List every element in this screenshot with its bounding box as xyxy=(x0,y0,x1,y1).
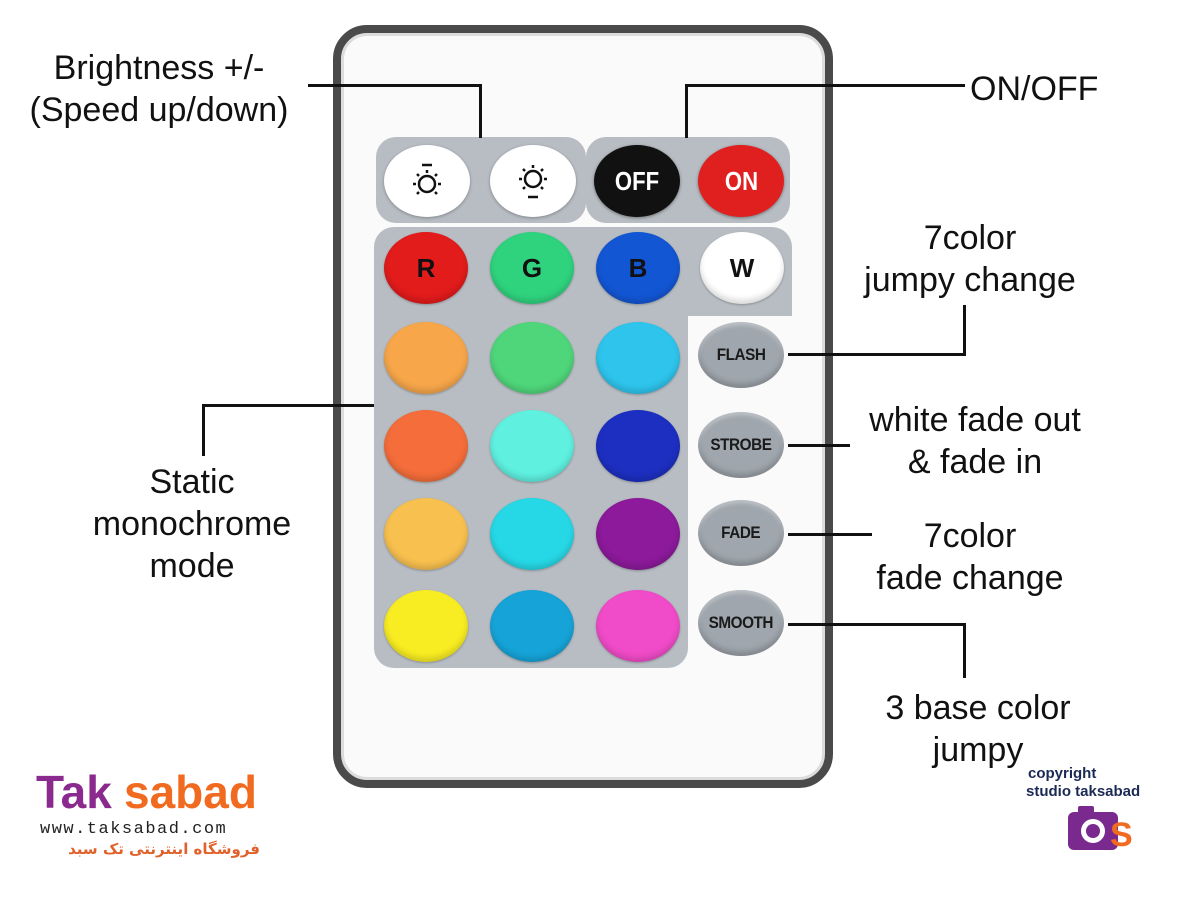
blue-letter: B xyxy=(628,252,648,283)
onoff-line-h xyxy=(685,84,965,87)
static-description-line2: monochrome xyxy=(92,505,292,543)
brightness-down-button[interactable] xyxy=(490,145,576,217)
svg-text:sabad: sabad xyxy=(124,766,257,818)
color-button-4-1[interactable] xyxy=(384,590,468,662)
color-button-3-1[interactable] xyxy=(384,498,468,570)
smooth-label: SMOOTH xyxy=(708,613,774,632)
brightness-up-button[interactable] xyxy=(384,145,470,217)
brightness-line-v xyxy=(479,84,482,138)
color-button-2-2[interactable] xyxy=(490,410,574,482)
brightness-label-line2: (Speed up/down) xyxy=(29,91,289,129)
camera-ts-icon: S xyxy=(1068,806,1133,854)
flash-description: 7color jumpy change xyxy=(840,217,1100,301)
smooth-button[interactable]: SMOOTH xyxy=(698,590,784,656)
color-button-2-1[interactable] xyxy=(384,410,468,482)
strobe-line xyxy=(788,444,850,447)
flash-line-h xyxy=(788,353,966,356)
red-letter: R xyxy=(416,252,436,283)
on-label: ON xyxy=(724,165,758,196)
fade-line xyxy=(788,533,872,536)
color-button-1-3[interactable] xyxy=(596,322,680,394)
brightness-label: Brightness +/- (Speed up/down) xyxy=(14,47,304,131)
off-button[interactable]: OFF xyxy=(594,145,680,217)
color-button-4-3[interactable] xyxy=(596,590,680,662)
strobe-description-line2: & fade in xyxy=(907,443,1043,481)
studio-badge: S xyxy=(1066,804,1144,859)
strobe-description-line1: white fade out xyxy=(869,401,1081,439)
brightness-line-h xyxy=(308,84,482,87)
fade-label: FADE xyxy=(721,523,761,542)
strobe-description: white fade out & fade in xyxy=(850,399,1100,483)
smooth-description-line2: jumpy xyxy=(932,731,1024,769)
fade-description: 7color fade change xyxy=(860,515,1080,599)
green-letter: G xyxy=(521,252,543,283)
copyright-text: copyright studio taksabad xyxy=(1026,765,1140,801)
smooth-line-v xyxy=(963,623,966,678)
color-button-2-3[interactable] xyxy=(596,410,680,482)
color-button-3-2[interactable] xyxy=(490,498,574,570)
fade-description-line2: fade change xyxy=(876,559,1064,597)
flash-description-line2: jumpy change xyxy=(864,261,1076,299)
flash-description-line1: 7color xyxy=(923,219,1017,257)
flash-button[interactable]: FLASH xyxy=(698,322,784,388)
brightness-label-line1: Brightness +/- xyxy=(53,49,265,87)
flash-line-v xyxy=(963,305,966,356)
copyright-line1: copyright xyxy=(1028,765,1097,782)
white-letter: W xyxy=(729,252,755,283)
static-description-line1: Static xyxy=(149,463,235,501)
sun-down-icon xyxy=(519,165,547,199)
off-label: OFF xyxy=(614,165,660,196)
svg-text:Tak: Tak xyxy=(36,766,112,818)
static-line-h xyxy=(202,404,374,407)
on-button[interactable]: ON xyxy=(698,145,784,217)
red-button[interactable]: R xyxy=(384,232,468,304)
green-button[interactable]: G xyxy=(490,232,574,304)
color-button-1-1[interactable] xyxy=(384,322,468,394)
onoff-label-text: ON/OFF xyxy=(970,70,1099,108)
strobe-label: STROBE xyxy=(710,435,772,454)
taksabad-logo-icon: Tak sabad xyxy=(36,766,257,818)
smooth-line-h xyxy=(788,623,966,626)
color-button-3-3[interactable] xyxy=(596,498,680,570)
smooth-description: 3 base color jumpy xyxy=(868,687,1088,771)
onoff-label: ON/OFF xyxy=(970,68,1120,110)
blue-button[interactable]: B xyxy=(596,232,680,304)
sun-up-icon xyxy=(413,163,441,195)
website-text[interactable]: www.taksabad.com xyxy=(40,820,228,839)
onoff-line-v xyxy=(685,84,688,138)
persian-tagline: فروشگاه اینترنتی تک سبد xyxy=(68,840,260,858)
color-button-1-2[interactable] xyxy=(490,322,574,394)
static-description: Static monochrome mode xyxy=(72,461,312,587)
static-line-v xyxy=(202,404,205,456)
fade-button[interactable]: FADE xyxy=(698,500,784,566)
strobe-button[interactable]: STROBE xyxy=(698,412,784,478)
static-description-line3: mode xyxy=(149,547,235,585)
copyright-line2: studio taksabad xyxy=(1026,783,1141,800)
svg-text:S: S xyxy=(1110,816,1133,854)
fade-description-line1: 7color xyxy=(923,517,1017,555)
flash-label: FLASH xyxy=(716,345,766,364)
taksabad-logo: Tak sabad xyxy=(36,766,276,825)
white-button[interactable]: W xyxy=(700,232,784,304)
color-button-4-2[interactable] xyxy=(490,590,574,662)
smooth-description-line1: 3 base color xyxy=(885,689,1071,727)
